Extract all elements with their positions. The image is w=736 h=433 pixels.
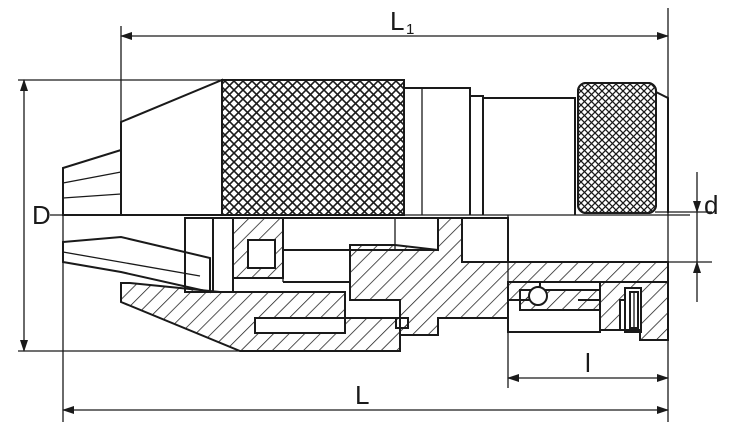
label-l-small: l: [585, 348, 591, 378]
label-l1-subscript: 1: [406, 21, 415, 38]
jaw-insert: [212, 217, 234, 293]
body-shoulder: [403, 80, 576, 215]
knurled-lock-ring-outline: [577, 82, 657, 214]
jaw-tip-upper: [62, 148, 122, 216]
label-d-large: D: [32, 200, 51, 230]
nut-thread-gap: [247, 239, 276, 269]
nose-cone: [120, 78, 223, 216]
lock-ring-edge: [655, 91, 669, 213]
label-l: L: [355, 380, 370, 410]
knurled-lock-ring: [577, 82, 657, 214]
label-d-small: d: [704, 190, 719, 220]
bearing-ball: [528, 286, 548, 306]
knurled-sleeve: [221, 79, 405, 216]
bore-channel: [455, 217, 509, 262]
sleeve-inner-recess: [254, 317, 346, 334]
